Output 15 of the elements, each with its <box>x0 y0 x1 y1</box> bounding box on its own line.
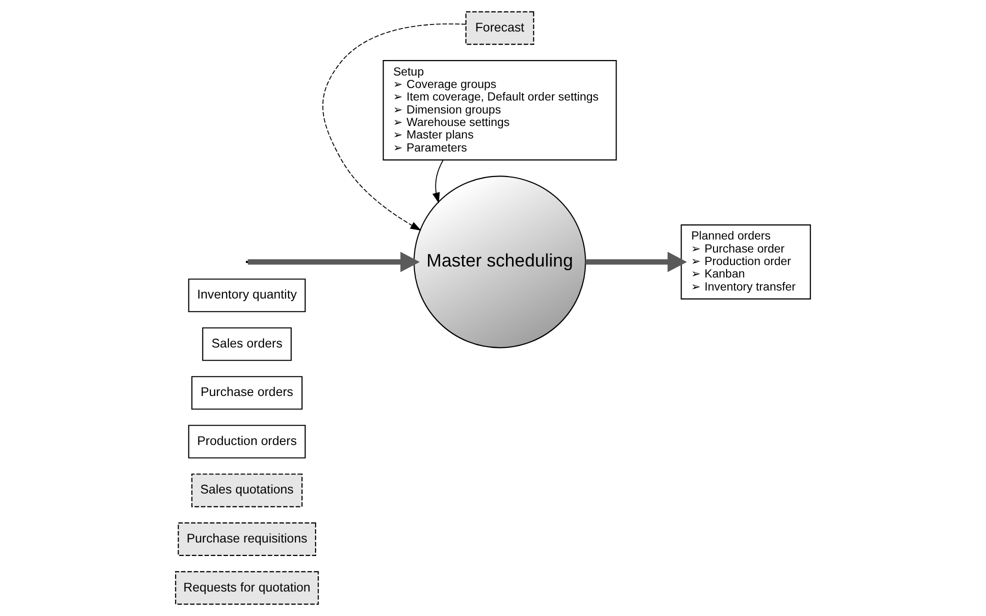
node-box: Inventory quantity <box>188 278 306 312</box>
node-box: Sales orders <box>202 327 292 361</box>
node-box: Requests for quotation <box>175 571 319 605</box>
node-box: Planned orders ➢ Purchase order ➢ Production order ➢ Kanban ➢ Inventory transfer <box>680 224 811 300</box>
arrow <box>248 252 420 272</box>
arrow <box>432 160 444 204</box>
node-box: Production orders <box>188 424 306 458</box>
arrow <box>585 252 687 272</box>
node-box: Purchase orders <box>191 376 303 410</box>
node-box: Purchase requisitions <box>178 522 316 556</box>
node-box: Forecast <box>465 11 534 45</box>
node-box: Setup ➢ Coverage groups ➢ Item coverage, Default order settings ➢ Dimension groups ➢ Warehouse settings ➢ Master plans ➢ Parameters <box>382 60 617 160</box>
node-circle: Master scheduling <box>414 176 586 348</box>
arrow <box>322 23 466 231</box>
node-box: Sales quotations <box>191 474 303 508</box>
